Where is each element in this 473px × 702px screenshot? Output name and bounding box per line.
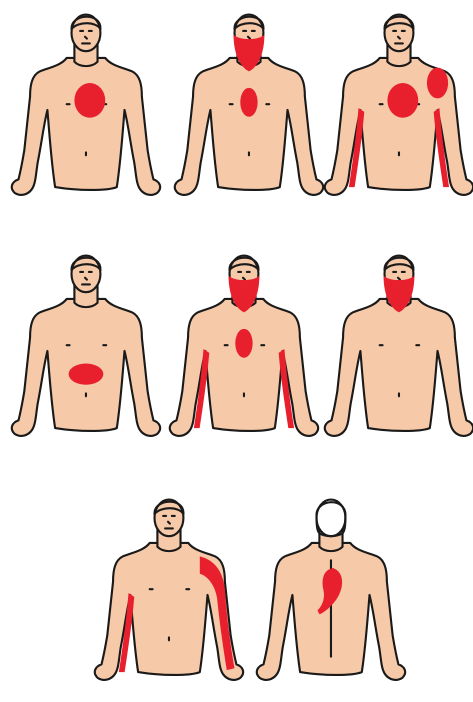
figure-5-jaw-sternum-arm-pain: [163, 243, 323, 458]
figure-1-central-chest-pain: [5, 2, 165, 217]
figure-6-jaw-pain: [318, 243, 473, 458]
figure-4-upper-abdomen-pain: [5, 243, 165, 458]
figure-svg: [250, 487, 410, 702]
pain-region-central-chest: [74, 83, 105, 118]
pain-region-left-shoulder: [427, 68, 448, 99]
figure-svg: [168, 2, 328, 217]
figure-3-chest-shoulder-arm-pain: [318, 2, 473, 217]
torso-and-arms: [12, 58, 160, 195]
pain-region-mid-sternum: [240, 88, 257, 117]
pain-region-upper-abdomen: [69, 364, 104, 385]
pain-region-central-chest: [387, 83, 418, 118]
torso-and-arms: [325, 58, 473, 195]
figure-2-jaw-and-sternum-pain: [168, 2, 328, 217]
figure-svg: [88, 487, 248, 702]
torso-and-arms: [175, 58, 323, 195]
figure-svg: [318, 2, 473, 217]
figure-svg: [5, 2, 165, 217]
figure-svg: [5, 243, 165, 458]
pain-region-mid-sternum: [235, 329, 252, 358]
figure-svg: [318, 243, 473, 458]
torso-and-arms: [325, 299, 473, 436]
figure-7-shoulder-arm-pain: [88, 487, 248, 702]
torso-and-arms: [170, 299, 318, 436]
figure-8-back-pain: [250, 487, 410, 702]
figure-svg: [163, 243, 323, 458]
